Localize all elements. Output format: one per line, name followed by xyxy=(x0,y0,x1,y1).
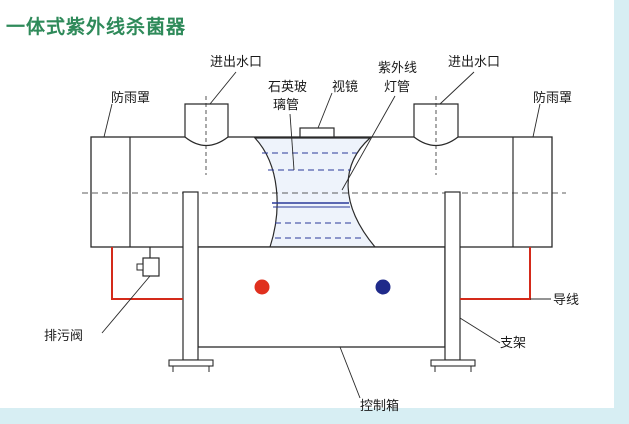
label-bracket: 支架 xyxy=(500,336,526,351)
wire-right xyxy=(460,247,531,300)
drain-valve xyxy=(142,257,160,277)
label-rain-cover-left: 防雨罩 xyxy=(111,90,150,106)
label-rain-cover-right: 防雨罩 xyxy=(533,90,572,106)
control-box xyxy=(197,246,446,348)
label-inlet-outlet-right: 进出水口 xyxy=(448,55,500,70)
label-uv-lamp-line1: 紫外线 xyxy=(378,61,417,76)
label-drain-valve: 排污阀 xyxy=(44,329,83,344)
label-sight-glass: 视镜 xyxy=(332,80,358,95)
bracket-left xyxy=(182,191,199,361)
leader-lines xyxy=(101,71,551,399)
indicator-light-blue xyxy=(375,279,391,295)
label-quartz-glass-line1: 石英玻 xyxy=(268,80,307,95)
sight-glass xyxy=(299,127,335,138)
lamp-tube-lines xyxy=(262,152,364,239)
label-uv-lamp-line2: 灯管 xyxy=(384,80,410,95)
label-quartz-glass-line2: 璃管 xyxy=(273,98,299,113)
label-inlet-outlet-left: 进出水口 xyxy=(210,55,262,70)
label-control-box: 控制箱 xyxy=(360,398,399,414)
diagram-title: 一体式紫外线杀菌器 xyxy=(6,16,187,38)
wire-left xyxy=(111,247,183,300)
label-wire: 导线 xyxy=(553,293,579,308)
frame-border-right xyxy=(614,0,629,424)
bracket-foot-left xyxy=(168,359,214,367)
inlet-outlet-pipe-left xyxy=(184,103,229,147)
bracket-foot-right xyxy=(430,359,476,367)
indicator-light-red xyxy=(254,279,270,295)
frame-border-bottom xyxy=(0,408,629,424)
bracket-right xyxy=(444,191,461,361)
